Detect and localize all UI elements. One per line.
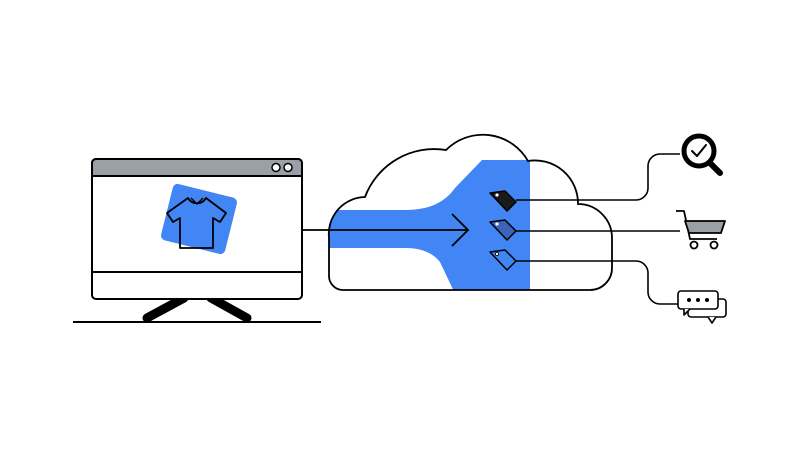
window-dot-icon	[283, 162, 293, 173]
monitor-stand-left	[142, 293, 189, 323]
monitor-stand-right	[206, 293, 252, 323]
window-dot-icon	[271, 162, 281, 173]
arrowhead-icon	[451, 213, 470, 247]
price-tag-dark-icon	[489, 190, 517, 212]
shirt-outline	[166, 197, 227, 249]
shirt-collar	[190, 197, 204, 205]
cloud-outline	[327, 133, 613, 291]
connector-chat	[516, 260, 678, 305]
monitor-icon	[73, 158, 321, 323]
monitor-title-bar	[91, 158, 303, 177]
shopping-cart-icon	[676, 210, 726, 250]
magnifier-check-icon	[681, 133, 723, 176]
connector-search	[516, 153, 680, 201]
shirt-icon	[161, 183, 237, 255]
chat-bubble-icon	[677, 290, 727, 324]
